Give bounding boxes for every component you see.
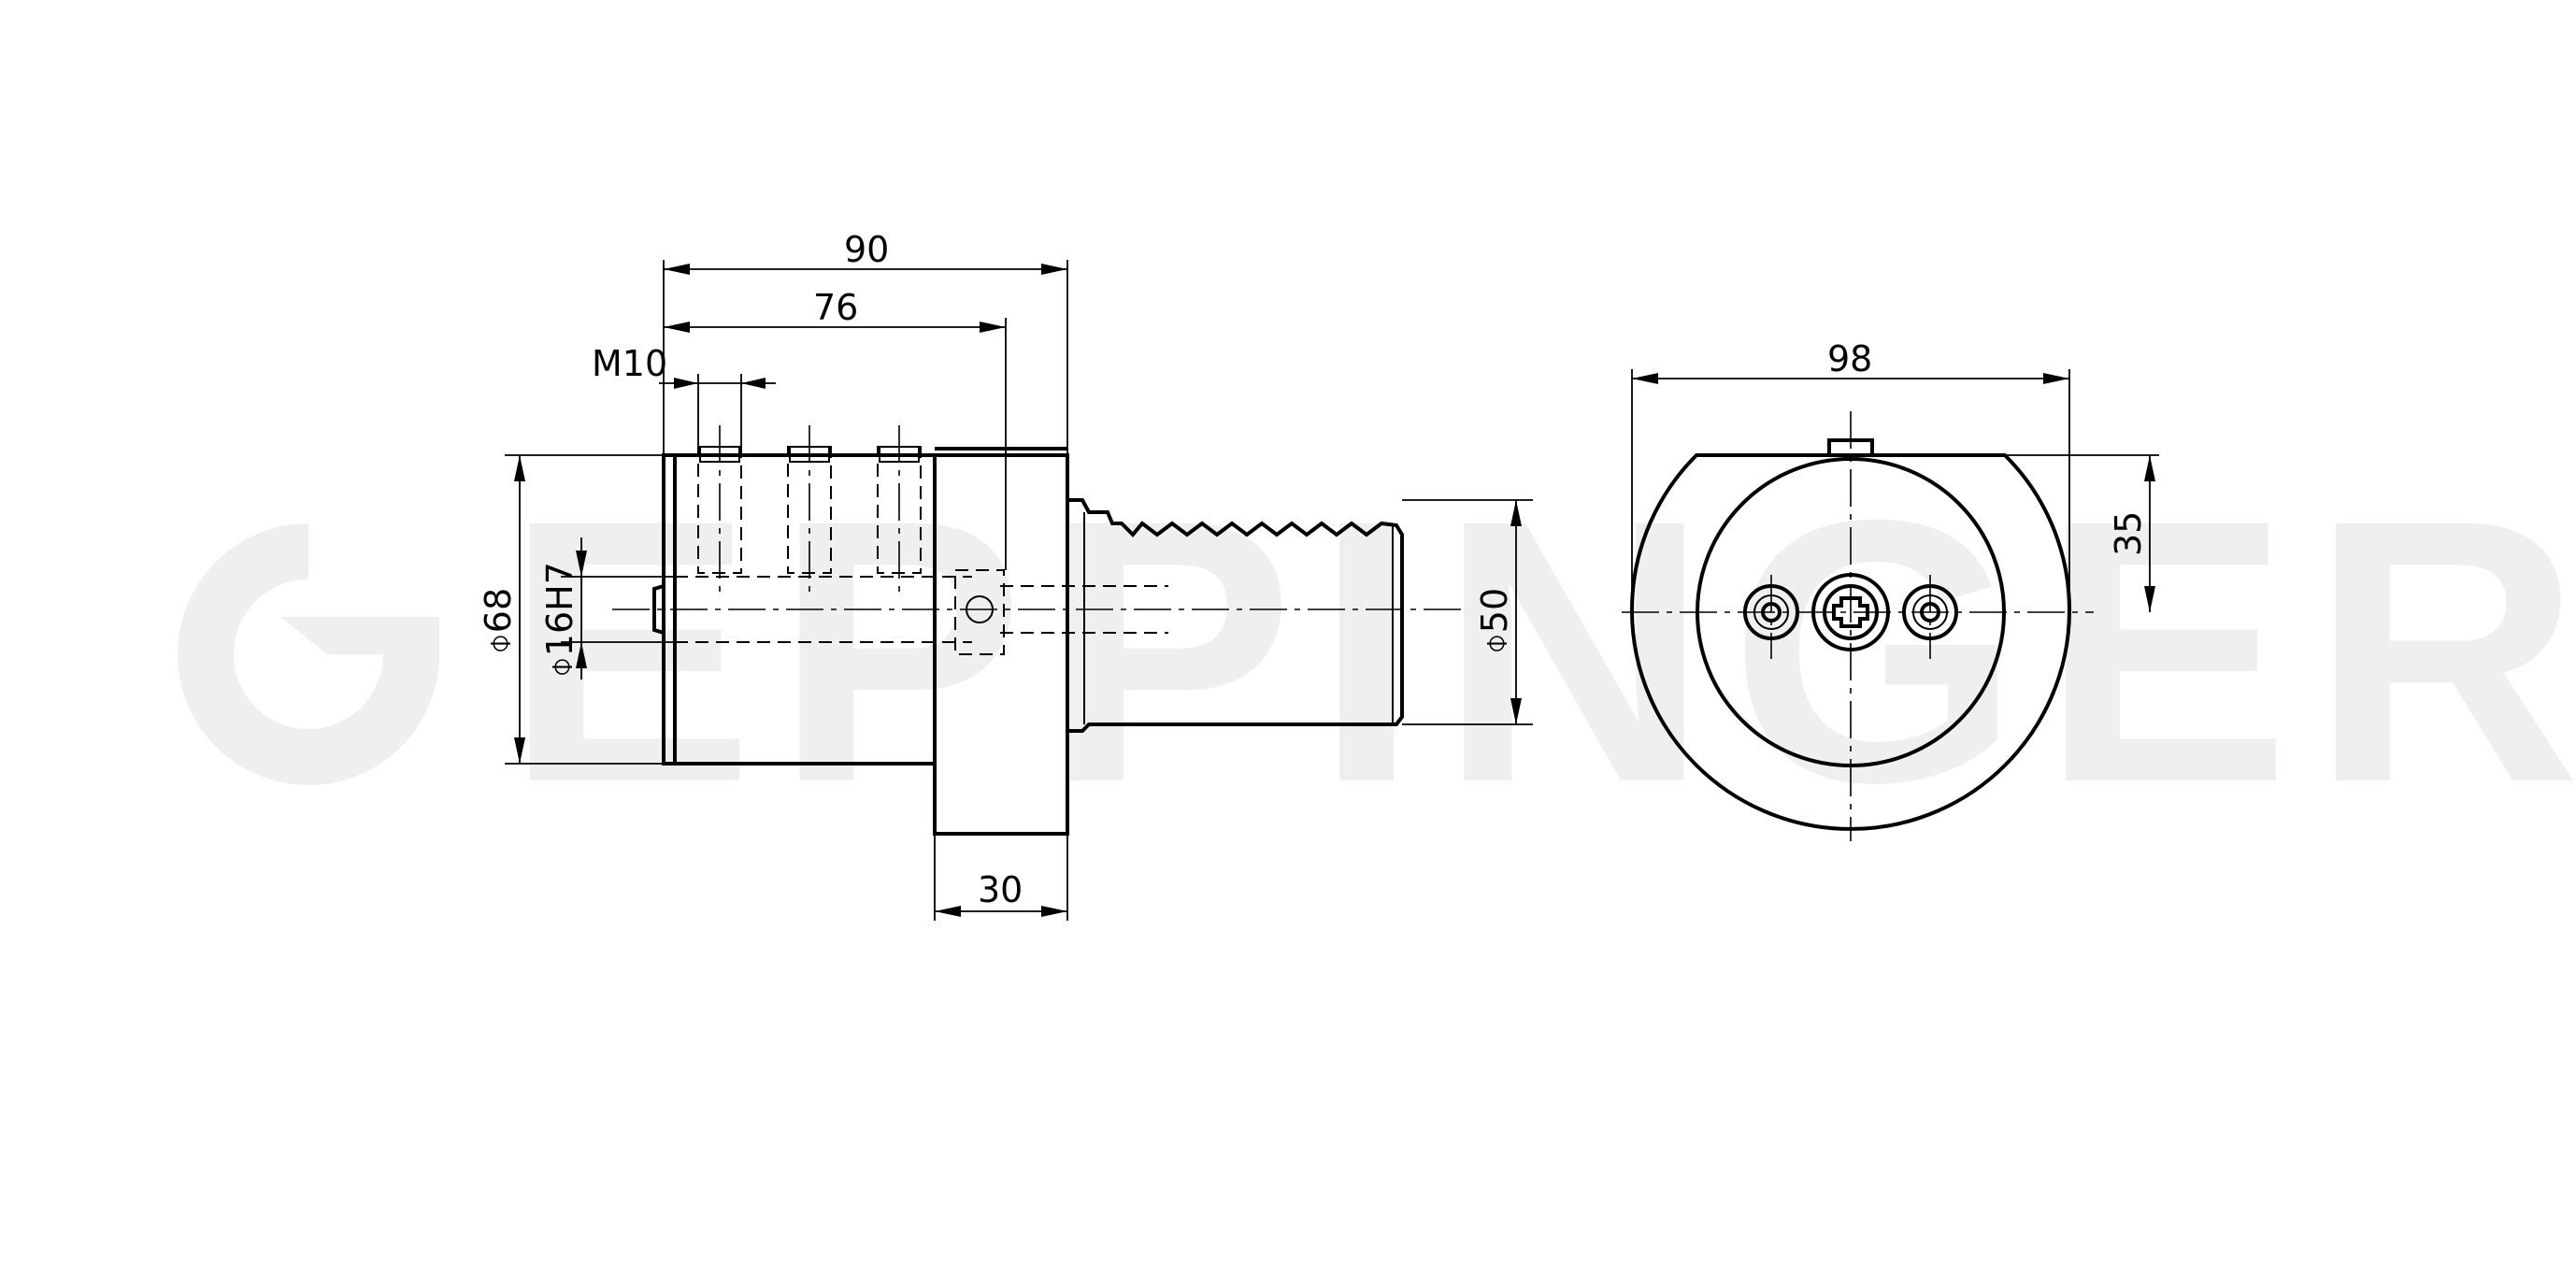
flange-outline	[933, 453, 1069, 836]
dim-90-label: 90	[844, 229, 889, 270]
dim-98-arrow-left	[1632, 373, 1658, 384]
dim-98-label: 98	[1827, 338, 1872, 379]
dim-76-arrow-left	[664, 322, 690, 333]
dim-50-arrow-top	[1510, 500, 1522, 526]
cross-hole-hidden-outline	[954, 569, 1005, 655]
center-bore-cross	[1832, 596, 1869, 628]
watermark-text: EPPINGER	[505, 442, 2576, 860]
dim-68-arrow-bottom	[514, 737, 525, 764]
dim-90-arrow-right	[1041, 264, 1067, 275]
dim-16h7-label: ⌽16H7	[539, 562, 580, 678]
dim-90-arrow-left	[664, 264, 690, 275]
dim-30-arrow-left	[935, 906, 961, 917]
dim-16-arrow-bottom	[576, 642, 587, 668]
dim-30-label: 30	[978, 869, 1023, 910]
dim-76-label: 76	[813, 287, 858, 328]
shank-outline	[1067, 498, 1404, 733]
dim-98-arrow-right	[2043, 373, 2069, 384]
watermark-logo-icon	[178, 523, 439, 785]
dim-m10-arrow-right	[741, 378, 766, 389]
dim-50-arrow-bottom	[1510, 698, 1522, 724]
dim-16-arrow-top	[576, 551, 587, 577]
dim-50-label: ⌽50	[1474, 588, 1515, 654]
watermark: EPPINGER	[178, 442, 2576, 860]
dim-68-label: ⌽68	[478, 588, 519, 654]
dim-76-arrow-right	[980, 322, 1006, 333]
dim-m10-label: M10	[592, 343, 667, 384]
dim-35-label: 35	[2108, 511, 2149, 556]
dim-68-arrow-top	[514, 455, 525, 481]
front-plug-outline	[652, 584, 665, 635]
dim-35-arrow-top	[2144, 455, 2155, 481]
dim-35-arrow-bottom	[2144, 586, 2155, 612]
side-view-dimensions: 90 76 M10 ⌽68 ⌽16H7 ⌽50	[478, 229, 1533, 921]
dim-m10-arrow-left	[674, 378, 698, 389]
side-view	[612, 425, 1467, 836]
clamping-screws	[697, 425, 922, 598]
front-view-dimensions: 98 35	[1631, 338, 2159, 612]
dim-30-arrow-right	[1041, 906, 1067, 917]
